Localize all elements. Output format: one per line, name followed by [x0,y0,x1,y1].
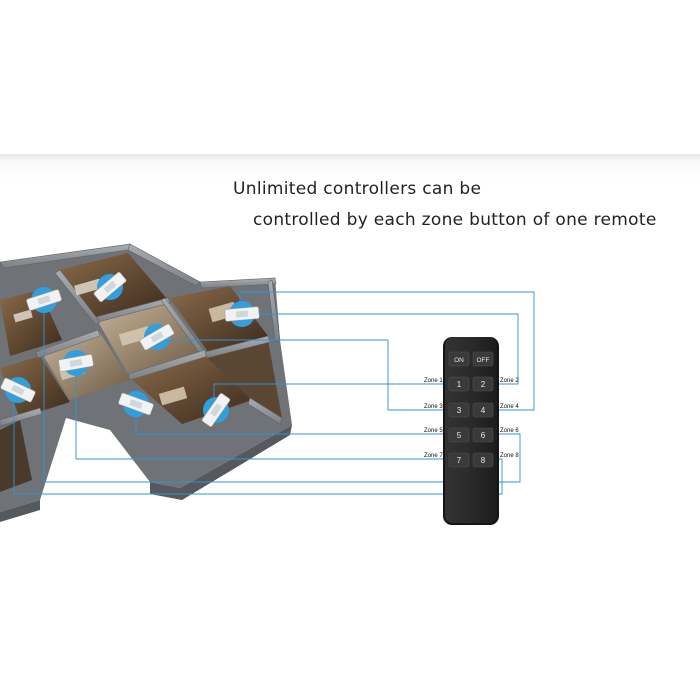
controller-device [118,391,154,417]
zone-button-7[interactable]: 7 [448,452,470,468]
on-button[interactable]: ON [448,351,470,367]
wire-zone-7 [75,366,447,460]
zone-button-2[interactable]: 2 [472,376,494,392]
wire-zone-3 [160,339,447,411]
svg-text:OFF: OFF [477,357,490,364]
controller-device [139,323,175,351]
zone-labels: Zone 1 Zone 2 Zone 3 Zone 4 Zone 5 Zone … [424,378,519,459]
zone-button-8[interactable]: 8 [472,452,494,468]
zone-button-5[interactable]: 5 [448,427,470,443]
wire-zone-8 [13,392,503,495]
zone-button-3[interactable]: 3 [448,402,470,418]
wire-zone-6 [43,313,521,483]
svg-text:4: 4 [481,406,486,415]
wire-zone-2 [239,291,535,411]
controllers [0,271,260,427]
svg-text:2: 2 [481,380,486,389]
svg-text:3: 3 [457,406,462,415]
svg-text:1: 1 [457,380,462,389]
zone-label-7: Zone 7 [424,453,443,459]
zone-button-1[interactable]: 1 [448,376,470,392]
zone-label-6: Zone 6 [500,428,519,434]
controller-device [26,287,62,313]
zone-label-4: Zone 4 [500,404,519,410]
controller-device [58,350,94,376]
zone-button-4[interactable]: 4 [472,402,494,418]
controller-device [0,377,36,403]
zone-label-3: Zone 3 [424,404,443,410]
headline-line-2: controlled by each zone button of one re… [253,210,657,230]
svg-text:7: 7 [457,456,462,465]
zone-label-1: Zone 1 [424,378,443,384]
wire-zone-4 [258,313,519,385]
svg-text:ON: ON [454,357,464,364]
controller-device [224,301,260,327]
zone-label-2: Zone 2 [500,378,519,384]
zone-button-6[interactable]: 6 [472,427,494,443]
top-blank-band [0,0,700,158]
remote-control: ON OFF 1 2 3 4 5 6 [443,337,499,525]
svg-text:6: 6 [481,431,486,440]
off-button[interactable]: OFF [472,351,494,367]
svg-text:5: 5 [457,431,462,440]
zone-label-8: Zone 8 [500,453,519,459]
controller-device [93,271,127,303]
zone-label-5: Zone 5 [424,428,443,434]
svg-text:8: 8 [481,456,486,465]
headline-line-1: Unlimited controllers can be [233,179,482,199]
controller-device [201,393,231,427]
